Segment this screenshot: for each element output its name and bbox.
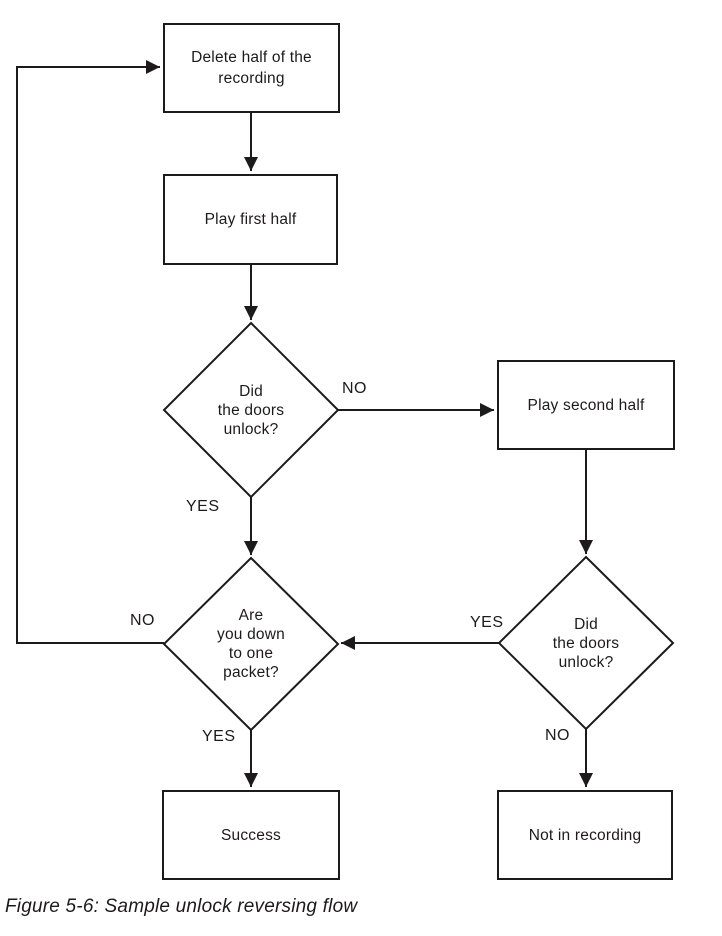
decision-shape-down-to-one-packet	[162, 556, 340, 732]
decision-shape-did-doors-unlock-2	[497, 555, 675, 731]
node-success-label: Success	[221, 826, 281, 844]
edge-label-no-unlock1: NO	[342, 380, 367, 397]
node-not-in-recording-label: Not in recording	[528, 826, 642, 844]
node-did-doors-unlock-1-label: Did the doors unlock?	[217, 383, 285, 438]
edge-label-yes-packet: YES	[202, 728, 236, 745]
node-play-first-half-label: Play first half	[204, 211, 297, 228]
edge-label-no-packet: NO	[130, 612, 155, 629]
node-delete-half: Delete half of the recording	[163, 23, 340, 113]
edge-packet-no-loop-to-delete	[16, 60, 164, 644]
edge-label-yes-unlock2: YES	[470, 614, 504, 631]
figure-caption: Figure 5-6: Sample unlock reversing flow	[5, 896, 358, 917]
node-play-second-half: Play second half	[497, 360, 675, 450]
edge-label-no-unlock2: NO	[545, 727, 570, 744]
node-play-second-half-label: Play second half	[527, 396, 645, 414]
edge-label-yes-unlock1: YES	[186, 498, 220, 515]
node-down-to-one-packet-label: Are you down to one packet?	[217, 607, 285, 681]
node-not-in-recording: Not in recording	[497, 790, 673, 880]
decision-shape-did-doors-unlock-1	[162, 321, 340, 499]
node-delete-half-label: Delete half of the recording	[191, 49, 312, 87]
node-success: Success	[162, 790, 340, 880]
node-play-first-half: Play first half	[163, 174, 338, 265]
node-did-doors-unlock-2-label: Did the doors unlock?	[552, 616, 620, 671]
